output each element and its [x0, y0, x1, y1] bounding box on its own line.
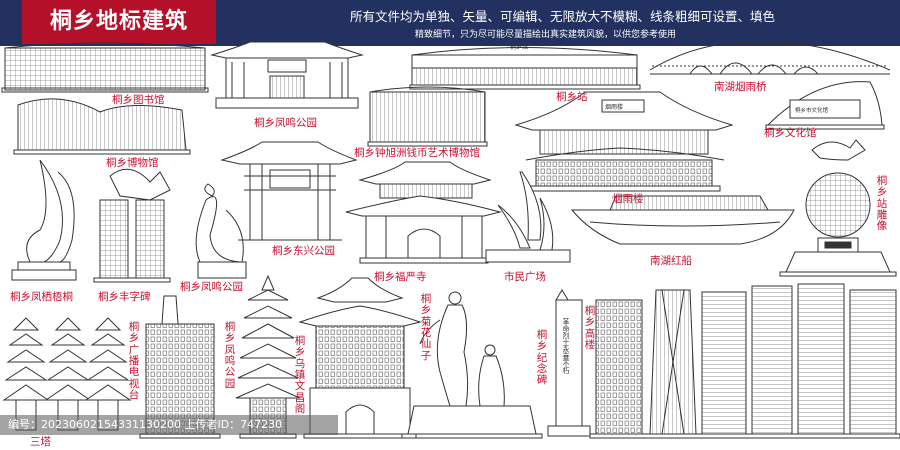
page-title: 桐乡地标建筑 — [22, 0, 216, 44]
label-fengzi-monument: 桐乡丰字碑 — [98, 291, 151, 303]
station-sign: 桐乡站 — [510, 43, 528, 51]
station-building: 桐乡站 — [409, 43, 641, 90]
label-phoenix-tree: 桐乡凤栖梧桐 — [10, 291, 73, 303]
subtitle-features: 所有文件均为单独、矢量、可编辑、无限放大不模糊、线条粗细可设置、填色 — [350, 9, 776, 24]
money-museum — [367, 86, 488, 147]
yanyu-bridge — [649, 41, 891, 75]
fengming-phoenix-sculpture — [195, 183, 247, 279]
culture-sign: 桐乡市文化馆 — [795, 106, 829, 114]
high-rise-buildings — [589, 283, 900, 439]
label-yanyu-bridge: 南湖烟雨桥 — [714, 81, 767, 93]
subtitle-note: 精致细节，只为尽可能尽量描绘出真实建筑风貌，以供您参考使用 — [415, 30, 677, 40]
label-station: 桐乡站 — [556, 91, 588, 103]
label-fengming-park-2: 桐乡凤鸣公园 — [180, 281, 243, 293]
culture-hall: 桐乡市文化馆 — [765, 81, 885, 130]
three-towers — [2, 317, 132, 431]
yanyu-sign: 烟雨楼 — [605, 103, 623, 111]
memorial-sign: 革命烈士永垂不朽 — [562, 317, 570, 375]
label-yanyu-tower: 烟雨楼 — [612, 193, 644, 205]
label-dongxing-park: 桐乡东兴公园 — [272, 245, 335, 257]
library-building — [1, 42, 209, 93]
label-culture-hall: 桐乡文化馆 — [764, 127, 817, 139]
label-station-sculpture: 桐乡站雕像 — [876, 175, 888, 233]
yanyu-tower: 烟雨楼 — [514, 91, 734, 192]
watermark-bar: 编号：20230602154331130200 上传者ID：747230 — [0, 415, 338, 435]
label-money-museum: 桐乡钟旭洲钱币艺术博物馆 — [354, 147, 480, 159]
label-high-rise: 桐乡高楼 — [584, 305, 596, 351]
label-fengming-park-3: 桐乡凤鸣公园 — [224, 321, 236, 390]
phoenix-tree-sculpture — [11, 159, 77, 281]
label-memorial: 桐乡纪念碑 — [536, 329, 548, 387]
label-red-boat: 南湖红船 — [650, 255, 692, 267]
label-wuzhen-wenchang: 桐乡乌镇文昌阁 — [294, 335, 306, 415]
fengming-gate-1 — [210, 41, 364, 109]
fengzi-monument — [93, 168, 171, 283]
juhua-fairy-statue — [401, 291, 543, 439]
fuyan-temple — [345, 161, 502, 264]
wuzhen-wenchang-pavilion — [298, 277, 422, 439]
label-citizen-square: 市民广场 — [504, 271, 546, 283]
globe-horse-sculpture — [779, 139, 897, 277]
label-tv-tower: 桐乡广播电视台 — [128, 321, 140, 401]
label-fengming-park-1: 桐乡凤鸣公园 — [254, 117, 317, 129]
label-three-towers: 三塔 — [30, 436, 51, 448]
citizen-square-sculpture — [485, 171, 571, 263]
red-boat — [570, 195, 795, 245]
label-fuyan-temple: 桐乡福严寺 — [374, 271, 427, 283]
fengming-pagoda — [235, 274, 301, 439]
label-library: 桐乡图书馆 — [112, 94, 165, 106]
museum-building — [13, 98, 191, 155]
label-juhua-fairy: 桐乡菊花仙子 — [420, 293, 432, 362]
label-museum: 桐乡博物馆 — [106, 157, 159, 169]
memorial-monument: 革命烈士永垂不朽 — [547, 289, 591, 437]
dongxing-gate — [220, 141, 358, 241]
